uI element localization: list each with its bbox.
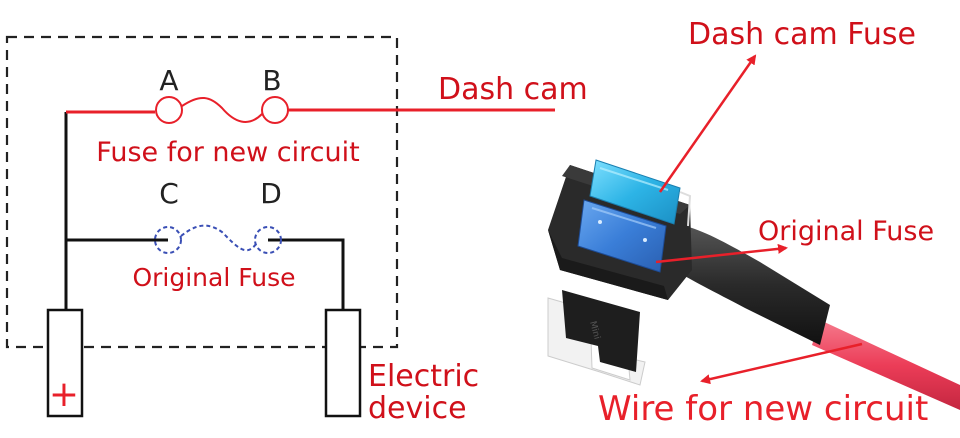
terminal-a-label: A [159, 64, 178, 97]
original-fuse-symbol [154, 224, 282, 254]
battery-terminal [46, 308, 84, 418]
terminal-c-label: C [159, 177, 179, 210]
original-fuse-label: Original Fuse [132, 263, 295, 292]
terminal-a-circle [155, 96, 183, 124]
terminal-b-circle [261, 96, 289, 124]
photo-original-fuse-label: Original Fuse [758, 216, 934, 247]
dash-cam-label: Dash cam [438, 72, 588, 107]
wire-arrow [700, 342, 863, 385]
blade-marking: Mini [587, 320, 601, 340]
schematic: + A B Fuse for new circuit C D Original … [5, 35, 588, 426]
dash-cam-fuse-label: Dash cam Fuse [688, 17, 916, 52]
electric-device-label-line1: Electric [368, 359, 479, 394]
original-fuse-arrow [655, 243, 788, 264]
fuse-tap-photo: Mini Dash cam Fuse Original Fuse Wire fo… [547, 17, 960, 429]
terminal-b-label: B [262, 64, 281, 97]
new-fuse-symbol [155, 96, 289, 124]
new-fuse-label: Fuse for new circuit [96, 137, 359, 168]
wire-for-new-circuit-label: Wire for new circuit [598, 389, 928, 429]
battery-plus-symbol: + [49, 374, 79, 415]
original-circuit-wiring [64, 112, 345, 310]
dash-cam-fuse-arrow [658, 54, 757, 193]
blade-body [562, 290, 640, 372]
original-fuse [577, 199, 667, 273]
device-terminal [324, 308, 362, 418]
terminal-c-circle [154, 226, 182, 254]
dash-cam-fuse [589, 159, 681, 225]
electric-device-label-line2: device [368, 391, 467, 426]
terminal-d-circle [254, 226, 282, 254]
fuse-box-boundary [5, 35, 399, 349]
new-circuit-wiring [66, 108, 555, 114]
new-circuit-wire [812, 320, 960, 410]
terminal-d-label: D [260, 177, 282, 210]
